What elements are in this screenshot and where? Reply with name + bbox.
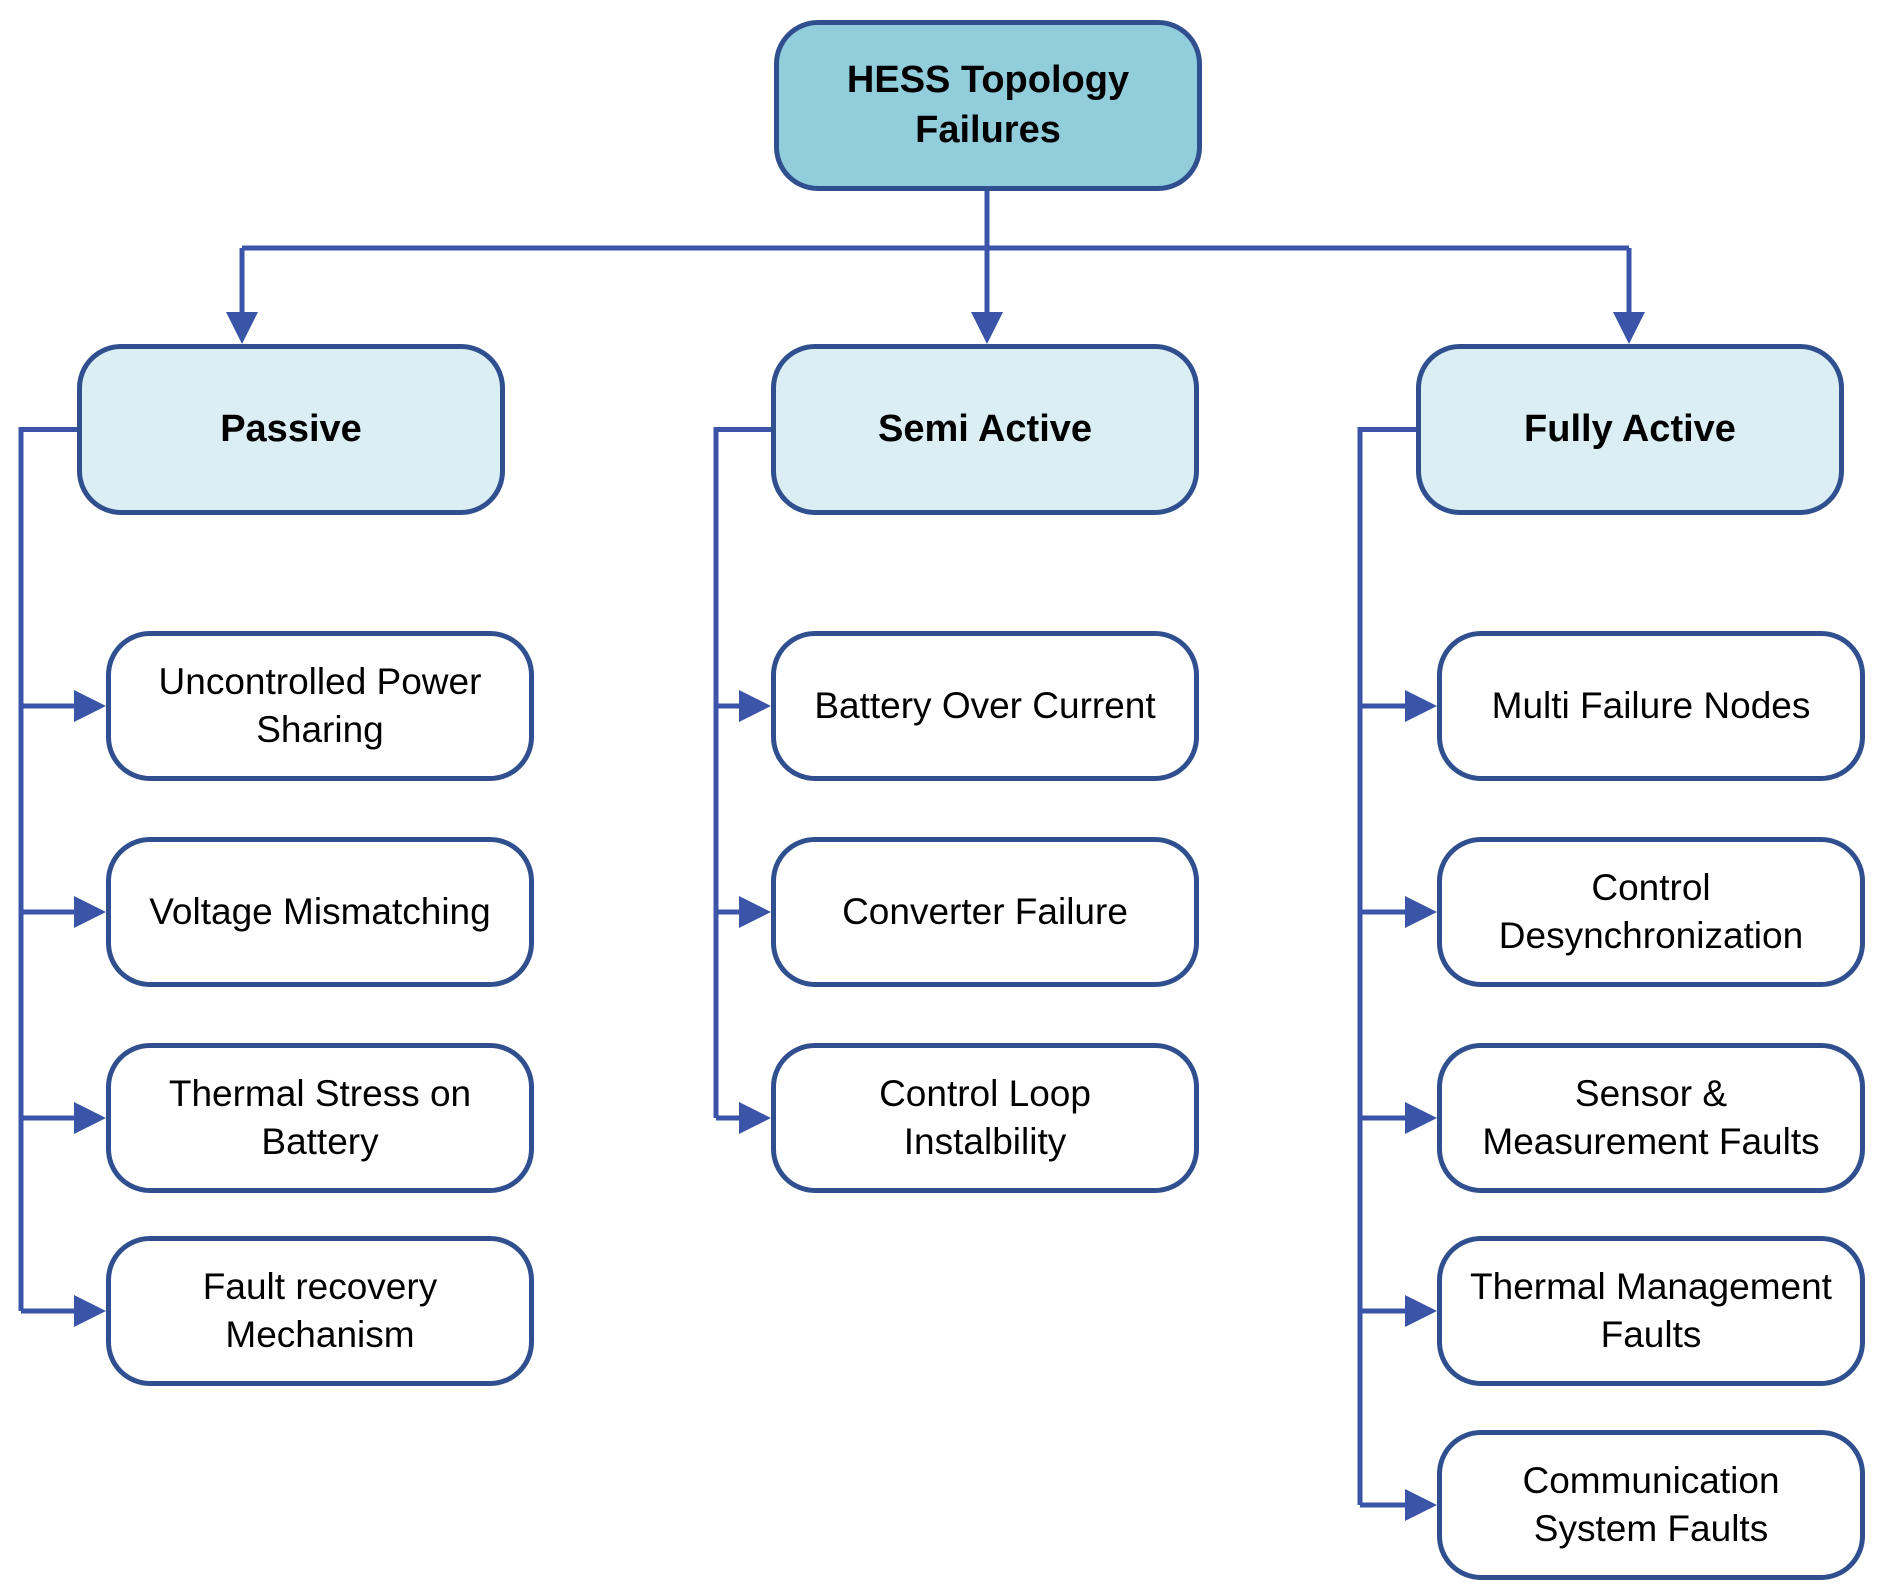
leaf-node-uncontrolled-power-sharing: Uncontrolled Power Sharing [106, 631, 534, 781]
passive-connector-arrow [74, 1295, 106, 1327]
fully-active-connector-arrow [1405, 896, 1437, 928]
semi-active-connector-arrow [739, 896, 771, 928]
category-node-passive: Passive [77, 344, 505, 515]
leaf-label: Control Loop Instalbility [879, 1072, 1091, 1162]
leaf-label: Control Desynchronization [1498, 866, 1804, 956]
leaf-label: Fault recovery Mechanism [202, 1265, 438, 1355]
category-label-semi-active: Semi Active [877, 407, 1093, 450]
leaf-node-control-loop-instability: Control Loop Instalbility [771, 1043, 1199, 1193]
leaf-node-multi-failure-nodes: Multi Failure Nodes [1437, 631, 1865, 781]
leaf-node-converter-failure: Converter Failure [771, 837, 1199, 987]
leaf-label: Uncontrolled Power Sharing [158, 660, 482, 750]
fully-active-connector-arrow [1405, 1295, 1437, 1327]
leaf-label: Multi Failure Nodes [1491, 684, 1811, 726]
leaf-label: Thermal Stress on Battery [168, 1072, 472, 1162]
leaf-node-control-desynchronization: Control Desynchronization [1437, 837, 1865, 987]
passive-connector-arrow [74, 690, 106, 722]
leaf-node-voltage-mismatching: Voltage Mismatching [106, 837, 534, 987]
passive-connector-arrow [74, 1102, 106, 1134]
leaf-node-sensor-measurement-faults: Sensor & Measurement Faults [1437, 1043, 1865, 1193]
leaf-node-battery-over-current: Battery Over Current [771, 631, 1199, 781]
fully-active-connector-arrow [1405, 1102, 1437, 1134]
leaf-label: Converter Failure [842, 890, 1128, 932]
leaf-label: Sensor & Measurement Faults [1482, 1072, 1820, 1162]
leaf-label: Battery Over Current [814, 684, 1156, 726]
leaf-node-thermal-stress-on-battery: Thermal Stress on Battery [106, 1043, 534, 1193]
fully-active-connector-spine [1357, 427, 1416, 1505]
semi-active-connector-spine [713, 427, 771, 1118]
leaf-node-fault-recovery-mechanism: Fault recovery Mechanism [106, 1236, 534, 1386]
arrow-to-semi-active [971, 312, 1003, 344]
semi-active-connector-arrow [739, 690, 771, 722]
arrow-to-passive [226, 312, 258, 344]
leaf-node-communication-system-faults: Communication System Faults [1437, 1430, 1865, 1580]
fully-active-connector-arrow [1405, 1489, 1437, 1521]
category-label-passive: Passive [220, 407, 362, 450]
category-label-fully-active: Fully Active [1524, 407, 1736, 450]
root-node-label: HESS Topology Failures [846, 59, 1130, 151]
category-node-fully-active: Fully Active [1416, 344, 1844, 515]
category-node-semi-active: Semi Active [771, 344, 1199, 515]
leaf-label: Thermal Management Faults [1470, 1265, 1832, 1355]
fully-active-connector-arrow [1405, 690, 1437, 722]
root-node-hess-topology-failures: HESS Topology Failures [774, 20, 1202, 191]
leaf-node-thermal-management-faults: Thermal Management Faults [1437, 1236, 1865, 1386]
passive-connector-spine [18, 427, 77, 1311]
leaf-label: Communication System Faults [1522, 1459, 1780, 1549]
leaf-label: Voltage Mismatching [149, 890, 491, 932]
arrow-to-fully-active [1613, 312, 1645, 344]
passive-connector-arrow [74, 896, 106, 928]
semi-active-connector-arrow [739, 1102, 771, 1134]
